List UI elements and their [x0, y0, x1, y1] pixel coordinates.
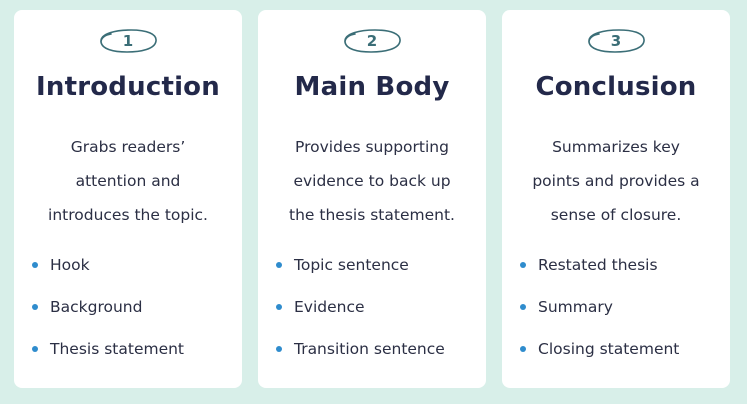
step-badge: 3 — [583, 26, 649, 56]
list-item-label: Evidence — [294, 298, 365, 316]
bullet-dot-icon — [276, 262, 282, 268]
bullet-dot-icon — [520, 262, 526, 268]
list-item: Closing statement — [520, 331, 726, 373]
description-line: Grabs readers’ — [70, 138, 186, 156]
bullet-dot-icon — [276, 304, 282, 310]
list-item: Restated thesis — [520, 247, 726, 289]
list-item-label: Closing statement — [538, 340, 680, 358]
bullet-dot-icon — [32, 262, 38, 268]
list-item: Summary — [520, 289, 726, 331]
description-line: Summarizes key — [552, 138, 680, 156]
bullet-dot-icon — [276, 346, 282, 352]
bullet-dot-icon — [32, 304, 38, 310]
hand-drawn-oval-icon — [588, 29, 645, 53]
list-item: Thesis statement — [32, 331, 238, 373]
step-number: 2 — [366, 32, 378, 50]
bullet-list: Topic sentence Evidence Transition sente… — [276, 247, 482, 373]
list-item-label: Summary — [538, 298, 613, 316]
step-badge: 2 — [339, 26, 405, 56]
hand-drawn-oval-icon — [100, 29, 157, 53]
card-title: Introduction — [36, 72, 220, 102]
list-item-label: Thesis statement — [50, 340, 185, 358]
list-item-label: Topic sentence — [294, 256, 409, 274]
step-number: 1 — [122, 32, 134, 50]
step-badge: 1 — [95, 26, 161, 56]
description-line: introduces the topic. — [48, 206, 208, 224]
list-item-label: Hook — [50, 256, 90, 274]
description-line: the thesis statement. — [289, 206, 455, 224]
list-item-label: Transition sentence — [294, 340, 445, 358]
bullet-dot-icon — [520, 304, 526, 310]
bullet-dot-icon — [32, 346, 38, 352]
list-item-label: Restated thesis — [538, 256, 658, 274]
description-line: attention and — [75, 172, 181, 190]
list-item: Topic sentence — [276, 247, 482, 289]
card-description: Grabs readers’ attention and introduces … — [20, 130, 236, 232]
card-conclusion: 3 Conclusion Summarizes key points and p… — [502, 10, 730, 388]
card-title: Conclusion — [535, 72, 697, 102]
card-description: Summarizes key points and provides a sen… — [508, 130, 724, 232]
description-line: points and provides a — [532, 172, 700, 190]
list-item-label: Background — [50, 298, 143, 316]
description-line: evidence to back up — [293, 172, 451, 190]
bullet-list: Hook Background Thesis statement — [32, 247, 238, 373]
bullet-dot-icon — [520, 346, 526, 352]
essay-structure-cards: 1 Introduction Grabs readers’ attention … — [14, 10, 734, 388]
bullet-list: Restated thesis Summary Closing statemen… — [520, 247, 726, 373]
card-description: Provides supporting evidence to back up … — [264, 130, 480, 232]
step-number: 3 — [610, 32, 622, 50]
list-item: Background — [32, 289, 238, 331]
card-main-body: 2 Main Body Provides supporting evidence… — [258, 10, 486, 388]
description-line: Provides supporting — [295, 138, 449, 156]
card-title: Main Body — [294, 72, 450, 102]
card-introduction: 1 Introduction Grabs readers’ attention … — [14, 10, 242, 388]
hand-drawn-oval-icon — [344, 29, 401, 53]
list-item: Transition sentence — [276, 331, 482, 373]
list-item: Evidence — [276, 289, 482, 331]
list-item: Hook — [32, 247, 238, 289]
description-line: sense of closure. — [550, 206, 682, 224]
